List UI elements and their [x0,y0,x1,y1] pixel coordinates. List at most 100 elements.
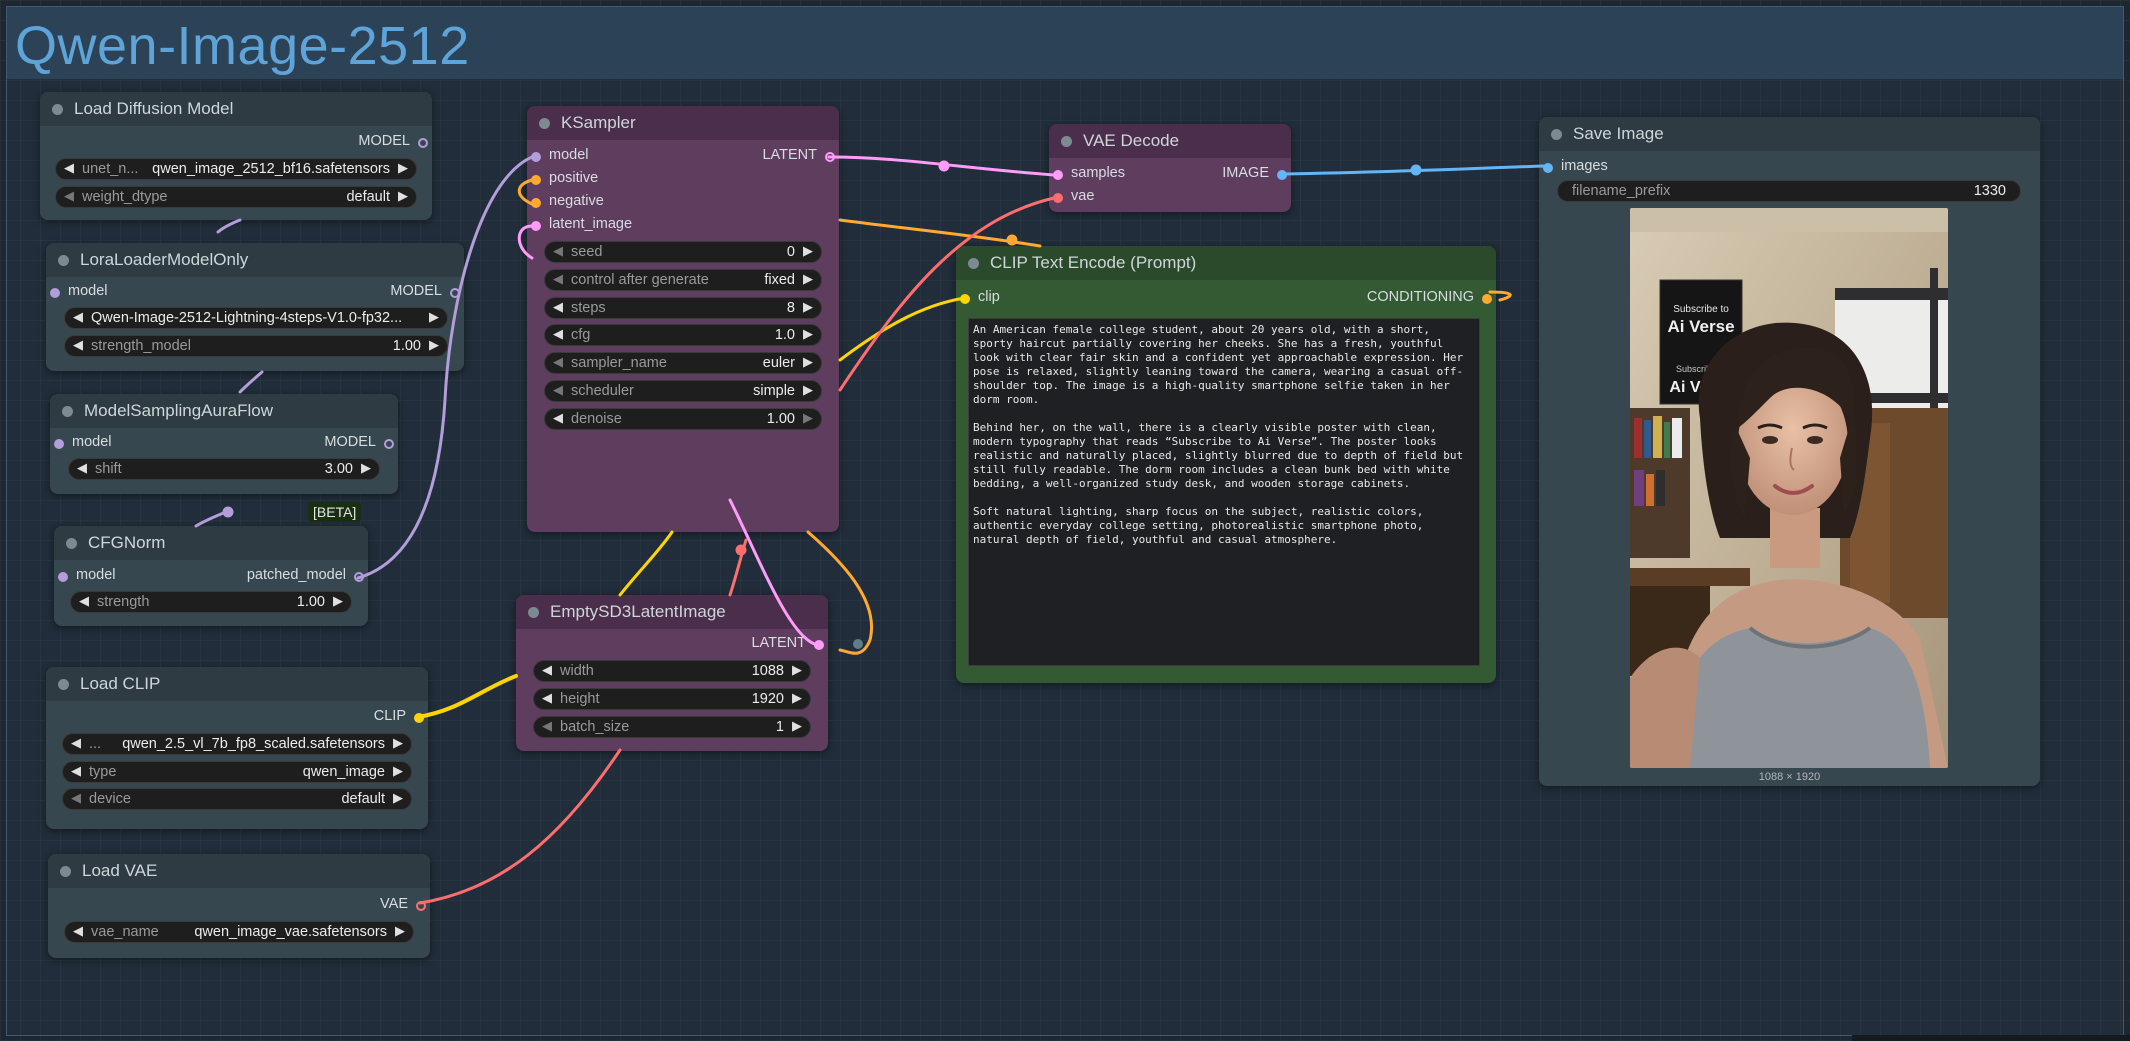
node-header[interactable]: Load CLIP [46,667,428,701]
slot-dot-icon[interactable] [450,288,460,298]
arrow-right-icon[interactable]: ▶ [803,271,813,286]
arrow-right-icon[interactable]: ▶ [393,790,403,805]
arrow-right-icon[interactable]: ▶ [792,718,802,733]
output-slot-vae[interactable]: VAE [380,896,430,918]
node-lora-loader[interactable]: LoraLoaderModelOnly model MODEL ◀Qwen-Im… [46,243,464,371]
arrow-left-icon[interactable]: ◀ [553,243,563,258]
arrow-left-icon[interactable]: ◀ [542,662,552,677]
node-vae-decode[interactable]: VAE Decode samples vae IMAGE [1049,124,1291,212]
group-header[interactable]: Qwen-Image-2512 [7,7,2123,79]
output-slot-model[interactable]: MODEL [324,434,398,456]
slot-dot-icon[interactable] [54,439,64,449]
input-slot-images[interactable]: images [1539,158,1608,180]
node-header[interactable]: CFGNorm [54,526,368,560]
arrow-left-icon[interactable]: ◀ [553,354,563,369]
slot-dot-icon[interactable] [58,572,68,582]
arrow-right-icon[interactable]: ▶ [803,299,813,314]
combo-lora-name[interactable]: ◀Qwen-Image-2512-Lightning-4steps-V1.0-f… [64,307,448,329]
node-header[interactable]: VAE Decode [1049,124,1291,158]
slot-dot-icon[interactable] [1543,163,1553,173]
arrow-left-icon[interactable]: ◀ [553,382,563,397]
image-preview[interactable]: Subscribe to Ai Verse Subscribe to Ai Ve… [1630,208,1948,768]
slot-dot-icon[interactable] [531,175,541,185]
collapse-dot-icon[interactable] [52,104,63,115]
input-slot-clip[interactable]: clip [956,289,1000,311]
slot-dot-icon[interactable] [1482,294,1492,304]
input-slot-vae[interactable]: vae [1049,188,1094,210]
collapse-dot-icon[interactable] [62,406,73,417]
arrow-left-icon[interactable]: ◀ [73,337,83,352]
arrow-left-icon[interactable]: ◀ [542,690,552,705]
node-header[interactable]: EmptySD3LatentImage [516,595,828,629]
arrow-left-icon[interactable]: ◀ [73,923,83,938]
node-ksampler[interactable]: KSampler model positive negative latent_… [527,106,839,532]
collapse-dot-icon[interactable] [1551,129,1562,140]
arrow-right-icon[interactable]: ▶ [792,690,802,705]
slot-dot-icon[interactable] [354,572,364,582]
input-slot-positive[interactable]: positive [527,170,598,192]
arrow-right-icon[interactable]: ▶ [429,309,439,324]
arrow-right-icon[interactable]: ▶ [393,763,403,778]
arrow-right-icon[interactable]: ▶ [803,326,813,341]
input-slot-samples[interactable]: samples [1049,165,1125,187]
input-slot-model[interactable]: model [46,283,108,305]
slot-dot-icon[interactable] [416,901,426,911]
node-load-diffusion-model[interactable]: Load Diffusion Model MODEL ◀unet_n...qwe… [40,92,432,220]
slot-dot-icon[interactable] [418,138,428,148]
slot-dot-icon[interactable] [1053,193,1063,203]
arrow-left-icon[interactable]: ◀ [71,790,81,805]
node-header[interactable]: KSampler [527,106,839,140]
node-header[interactable]: Load VAE [48,854,430,888]
arrow-right-icon[interactable]: ▶ [395,923,405,938]
arrow-right-icon[interactable]: ▶ [803,410,813,425]
slot-dot-icon[interactable] [531,152,541,162]
collapse-dot-icon[interactable] [539,118,550,129]
input-slot-model[interactable]: model [527,147,589,169]
arrow-right-icon[interactable]: ▶ [393,735,403,750]
output-slot-clip[interactable]: CLIP [374,708,428,730]
slot-dot-icon[interactable] [1053,170,1063,180]
arrow-left-icon[interactable]: ◀ [77,460,87,475]
node-header[interactable]: LoraLoaderModelOnly [46,243,464,277]
node-header[interactable]: Save Image [1539,117,2040,151]
prompt-textarea[interactable]: An American female college student, abou… [968,318,1480,666]
output-slot-latent[interactable]: LATENT [762,147,839,169]
collapse-dot-icon[interactable] [968,258,979,269]
output-slot-conditioning[interactable]: CONDITIONING [1367,289,1496,311]
arrow-left-icon[interactable]: ◀ [553,410,563,425]
output-slot-model[interactable]: MODEL [390,283,464,305]
collapse-dot-icon[interactable] [528,607,539,618]
arrow-left-icon[interactable]: ◀ [553,299,563,314]
node-header[interactable]: ModelSamplingAuraFlow [50,394,398,428]
output-slot-latent[interactable]: LATENT [751,635,828,657]
arrow-right-icon[interactable]: ▶ [803,382,813,397]
arrow-right-icon[interactable]: ▶ [792,662,802,677]
arrow-left-icon[interactable]: ◀ [553,271,563,286]
arrow-right-icon[interactable]: ▶ [333,593,343,608]
arrow-right-icon[interactable]: ▶ [361,460,371,475]
slot-dot-icon[interactable] [414,713,424,723]
collapse-dot-icon[interactable] [58,679,69,690]
collapse-dot-icon[interactable] [58,255,69,266]
arrow-right-icon[interactable]: ▶ [429,337,439,352]
slot-dot-icon[interactable] [531,198,541,208]
node-header[interactable]: Load Diffusion Model [40,92,432,126]
